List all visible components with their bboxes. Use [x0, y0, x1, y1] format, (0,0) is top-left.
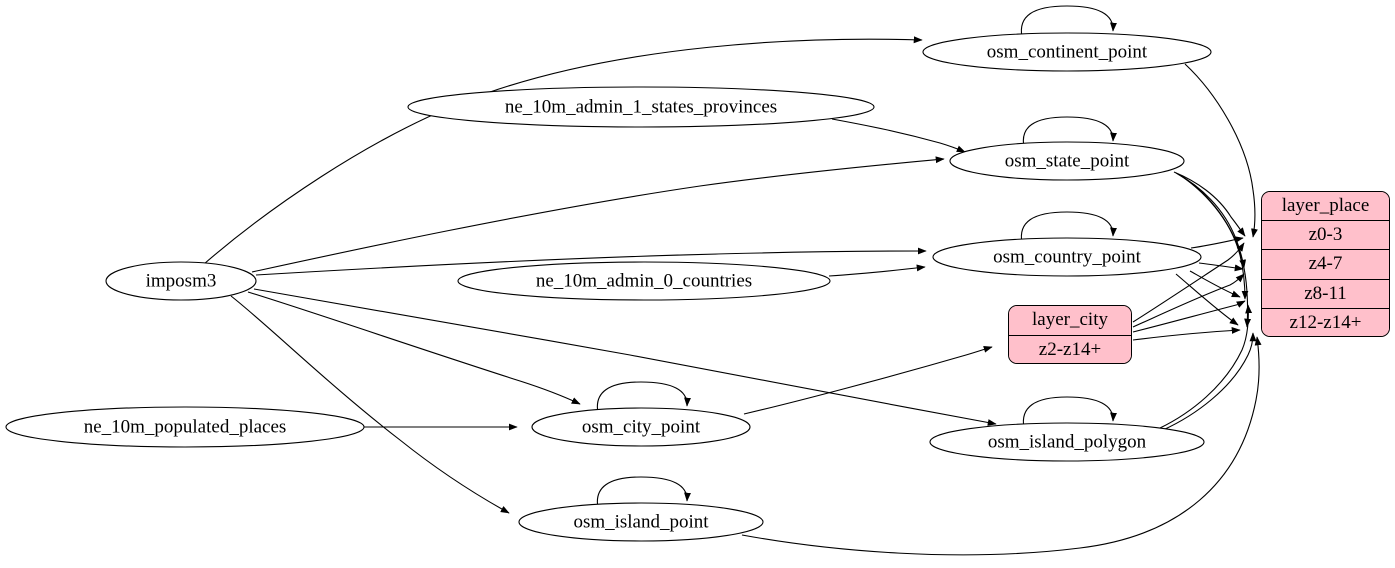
- layer_place-title: layer_place: [1262, 192, 1389, 222]
- edge-imposm3-to-osm-city-point: [247, 291, 581, 405]
- node-label-osm_state: osm_state_point: [1005, 150, 1130, 171]
- node-osm_state[interactable]: osm_state_point: [949, 141, 1185, 181]
- edge-osm-country-point-to-layer-place-z8: [1189, 270, 1241, 298]
- node-osm_continent[interactable]: osm_continent_point: [922, 32, 1212, 72]
- node-label-ne_populated: ne_10m_populated_places: [84, 416, 287, 437]
- edge-osm-continent-point-self-loop: [1020, 5, 1117, 38]
- edge-ne-countries-to-osm-country-point: [828, 264, 926, 277]
- edge-osm-city-point-self-loop: [596, 381, 691, 414]
- edge-imposm3-to-osm-island-point: [230, 295, 510, 514]
- edge-osm-island-polygon-to-layer-place-z12: [1162, 332, 1257, 431]
- node-osm_island_poly[interactable]: osm_island_polygon: [929, 422, 1205, 462]
- node-label-osm_country: osm_country_point: [993, 246, 1141, 267]
- edge-osm-state-point-self-loop: [1022, 116, 1117, 148]
- layer_place-row-z8-11[interactable]: z8-11: [1262, 279, 1389, 309]
- layer_place-row-z12-z14-[interactable]: z12-z14+: [1262, 308, 1389, 336]
- node-imposm3[interactable]: imposm3: [105, 261, 257, 301]
- node-label-osm_continent: osm_continent_point: [987, 41, 1148, 62]
- edge-imposm3-to-osm-country-point: [255, 247, 927, 276]
- edge-osm-island-point-self-loop: [596, 476, 691, 509]
- edge-imposm3-to-osm-island-polygon: [253, 288, 997, 426]
- node-label-ne_states: ne_10m_admin_1_states_provinces: [505, 96, 777, 117]
- node-ne_states[interactable]: ne_10m_admin_1_states_provinces: [407, 86, 875, 128]
- layer_city-title: layer_city: [1009, 306, 1131, 336]
- edge-osm-country-point-to-layer-place-z4: [1198, 262, 1244, 272]
- edge-imposm3-to-osm-continent-point: [203, 36, 923, 265]
- edge-osm-city-point-to-layer-city: [743, 345, 993, 415]
- nodes-group: imposm3 ne_10m_admin_1_states_provincesne…: [5, 32, 1212, 542]
- edge-osm-state-point-to-layer-place-z0: [1173, 171, 1246, 237]
- edge-ne-states-to-osm-state-point: [831, 118, 966, 153]
- edge-imposm3-to-osm-state-point: [251, 156, 945, 273]
- node-shape-osm_country: [932, 237, 1202, 277]
- node-shape-osm_state: [949, 141, 1185, 181]
- edge-osm-country-point-to-layer-place-z0: [1190, 236, 1244, 249]
- edge-osm-island-polygon-self-loop: [1022, 396, 1117, 429]
- node-osm_city[interactable]: osm_city_point: [531, 407, 751, 447]
- node-shape-ne_populated: [5, 406, 365, 448]
- node-osm_country[interactable]: osm_country_point: [932, 237, 1202, 277]
- node-shape-osm_island_poly: [929, 422, 1205, 462]
- node-ne_countries[interactable]: ne_10m_admin_0_countries: [457, 261, 831, 301]
- node-label-ne_countries: ne_10m_admin_0_countries: [536, 270, 752, 291]
- layer_city-row-z2-z14-[interactable]: z2-z14+: [1009, 335, 1131, 363]
- edge-osm-continent-point-to-layer-place: [1184, 63, 1258, 238]
- edge-layer-city-to-layer-place-z12: [1132, 327, 1241, 341]
- node-shape-ne_countries: [457, 261, 831, 301]
- node-osm_island_pt[interactable]: osm_island_point: [518, 502, 764, 542]
- node-ne_populated[interactable]: ne_10m_populated_places: [5, 406, 365, 448]
- node-label-osm_city: osm_city_point: [582, 416, 701, 437]
- node-label-osm_island_pt: osm_island_point: [573, 511, 709, 532]
- edge-osm-country-point-self-loop: [1020, 211, 1117, 244]
- edge-osm-country-point-to-layer-place-z12: [1175, 273, 1239, 326]
- node-shape-osm_island_pt: [518, 502, 764, 542]
- layer_place-row-z0-3[interactable]: z0-3: [1262, 221, 1389, 251]
- layer_place-row-z4-7[interactable]: z4-7: [1262, 250, 1389, 280]
- node-shape-osm_city: [531, 407, 751, 447]
- edge-layer-city-to-layer-place-z4: [1132, 273, 1245, 328]
- edges-group: [203, 5, 1262, 556]
- edge-layer-city-to-layer-place-z0: [1132, 242, 1245, 323]
- node-label-osm_island_poly: osm_island_polygon: [988, 431, 1147, 452]
- edge-layer-city-to-layer-place-z8: [1132, 300, 1246, 333]
- node-label-imposm3: imposm3: [146, 270, 217, 291]
- edge-osm-island-point-to-layer-place: [741, 336, 1262, 556]
- node-shape-osm_continent: [922, 32, 1212, 72]
- node-shape-ne_states: [407, 86, 875, 128]
- node-shape-imposm3: [105, 261, 257, 301]
- edge-osm-island-polygon-to-layer-place-z8: [1159, 304, 1253, 429]
